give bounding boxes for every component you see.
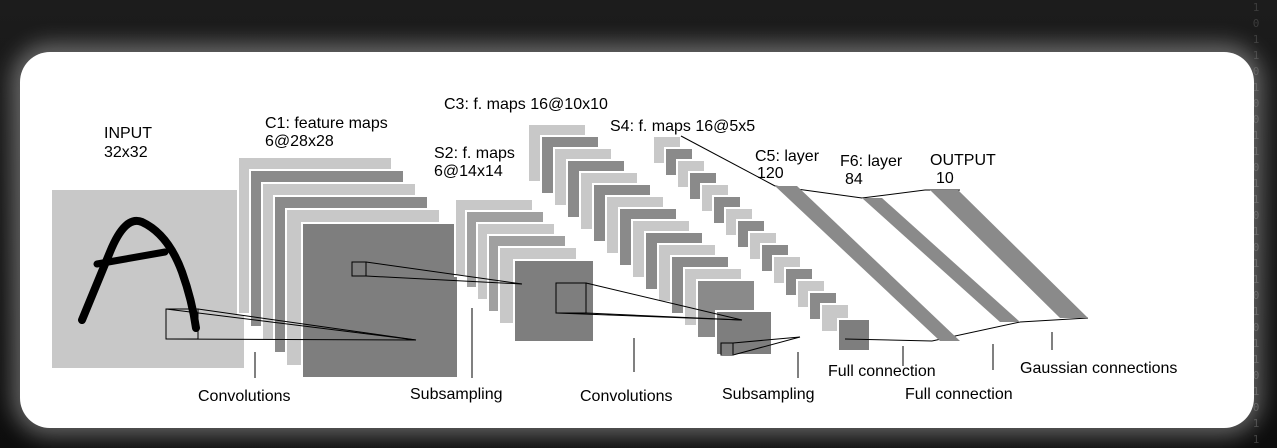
projection-line xyxy=(585,282,743,321)
letter-a-stroke xyxy=(78,216,200,332)
output-title: OUTPUT xyxy=(930,152,996,169)
binary-digits-decoration: 1 0 1 1 0 1 0 0 1 1 0 1 1 0 1 0 1 1 0 1 … xyxy=(1252,1,1260,446)
f6-layer-band xyxy=(862,198,1020,322)
c3-map xyxy=(715,310,773,356)
op-convolutions-2: Convolutions xyxy=(580,388,673,405)
operation-labels: Convolutions Subsampling Convolutions Su… xyxy=(198,360,1177,405)
c1-map xyxy=(301,222,459,379)
fully-connected-layers xyxy=(775,186,1088,341)
c1-feature-maps xyxy=(237,156,459,379)
projection-line xyxy=(165,308,417,341)
projection-line xyxy=(165,338,417,341)
s2-map xyxy=(513,259,595,343)
op-gaussian-connections: Gaussian connections xyxy=(1020,360,1177,377)
projection-line xyxy=(861,189,926,199)
f6-size: 84 xyxy=(845,171,863,188)
c3-feature-maps xyxy=(527,123,773,356)
s2-title: S2: f. maps xyxy=(434,145,515,162)
s2-feature-maps xyxy=(454,198,595,343)
projection-line xyxy=(844,338,933,342)
projection-line xyxy=(365,261,523,285)
c1-title: C1: feature maps xyxy=(265,115,388,132)
op-full-connection-2: Full connection xyxy=(905,386,1013,403)
s4-feature-maps xyxy=(652,135,871,352)
c1-size: 6@28x28 xyxy=(265,133,334,150)
input-image xyxy=(52,190,244,368)
input-title: INPUT xyxy=(104,125,152,142)
input-layer xyxy=(52,190,244,368)
s4-map xyxy=(837,318,871,352)
c3-receptive-field xyxy=(720,342,734,356)
projection-line xyxy=(732,336,801,344)
op-full-connection-1: Full connection xyxy=(828,363,936,380)
projection-line xyxy=(732,336,801,356)
input-size: 32x32 xyxy=(104,144,148,161)
c3-title: C3: f. maps 16@10x10 xyxy=(444,96,608,113)
letter-a-crossbar xyxy=(93,248,169,268)
output-size: 10 xyxy=(936,170,954,187)
op-convolutions-1: Convolutions xyxy=(198,388,291,405)
c5-size: 120 xyxy=(757,165,784,182)
op-subsampling-1: Subsampling xyxy=(410,386,503,403)
c5-title: C5: layer xyxy=(755,148,820,165)
projection-line xyxy=(197,308,417,341)
s2-size: 6@14x14 xyxy=(434,163,503,180)
s4-title: S4: f. maps 16@5x5 xyxy=(610,118,755,135)
operation-tick-marks xyxy=(254,308,1053,378)
op-subsampling-2: Subsampling xyxy=(722,386,815,403)
projection-line xyxy=(1019,317,1089,323)
c1-receptive-field xyxy=(351,261,367,277)
output-layer-band xyxy=(930,190,1088,318)
c5-layer-band xyxy=(775,186,960,341)
projection-line xyxy=(680,135,776,187)
layer-labels: INPUT 32x32 C1: feature maps 6@28x28 S2:… xyxy=(104,96,996,188)
projection-line xyxy=(585,312,743,321)
s2-receptive-field xyxy=(555,282,587,314)
projection-line xyxy=(365,275,523,285)
f6-title: F6: layer xyxy=(840,153,903,170)
